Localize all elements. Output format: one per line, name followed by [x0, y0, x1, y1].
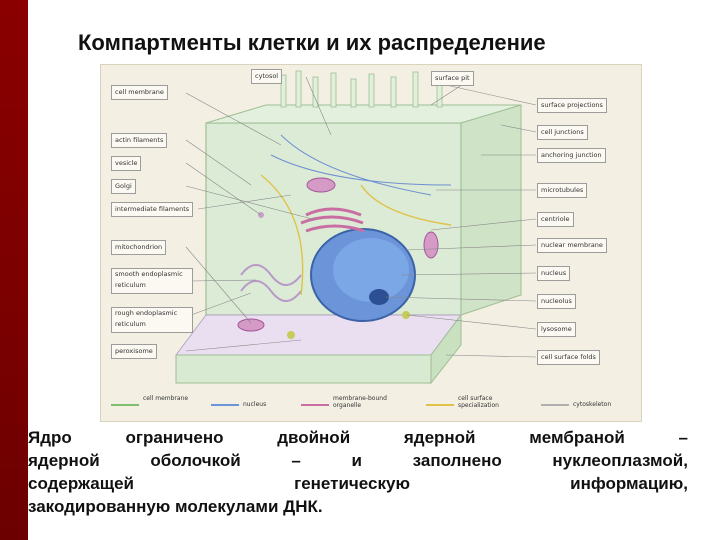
legend-item: cytoskeleton — [573, 401, 633, 408]
label-surface-pit: surface pit — [431, 71, 474, 86]
left-label: intermediate filaments — [111, 202, 193, 217]
legend-item: cell membrane — [143, 395, 203, 402]
left-label: vesicle — [111, 156, 141, 171]
legend-item: nucleus — [243, 401, 293, 408]
label-cytosol: cytosol — [251, 69, 282, 84]
word: ядерной — [28, 449, 100, 472]
body-line: содержащей генетическую информацию, — [28, 472, 688, 495]
word: ограничено — [125, 426, 223, 449]
word: ядерной — [404, 426, 476, 449]
left-label: actin filaments — [111, 133, 167, 148]
word: нуклеоплазмой, — [552, 449, 688, 472]
cell-diagram: cytosol surface pit cell membrane actin … — [100, 64, 642, 422]
right-label: surface projections — [537, 98, 607, 113]
word: содержащей — [28, 472, 134, 495]
right-label: lysosome — [537, 322, 576, 337]
right-label: cell surface folds — [537, 350, 600, 365]
body-line: Ядро ограничено двойной ядерной мембрано… — [28, 426, 688, 449]
right-label: nucleolus — [537, 294, 576, 309]
legend-item: cell surface specialization — [458, 395, 534, 409]
body-paragraph: Ядро ограничено двойной ядерной мембрано… — [28, 426, 688, 518]
right-label: centriole — [537, 212, 574, 227]
slide-title: Компартменты клетки и их распределение — [78, 30, 698, 56]
word: оболочкой — [150, 449, 240, 472]
word: информацию, — [570, 472, 688, 495]
word: – — [291, 449, 300, 472]
left-label: peroxisome — [111, 344, 157, 359]
word: закодированную молекулами ДНК. — [28, 495, 323, 518]
right-label: nucleus — [537, 266, 570, 281]
left-label: Golgi — [111, 179, 136, 194]
word: двойной — [277, 426, 350, 449]
word: генетическую — [294, 472, 410, 495]
left-label: smooth endoplasmic reticulum — [111, 268, 193, 294]
left-label: mitochondrion — [111, 240, 166, 255]
right-label: cell junctions — [537, 125, 588, 140]
word: мембраной — [529, 426, 625, 449]
word: и — [352, 449, 362, 472]
left-label: rough endoplasmic reticulum — [111, 307, 193, 333]
word: – — [679, 426, 688, 449]
right-label: anchoring junction — [537, 148, 606, 163]
left-label: cell membrane — [111, 85, 168, 100]
word: заполнено — [413, 449, 502, 472]
right-label: nuclear membrane — [537, 238, 607, 253]
word: Ядро — [28, 426, 72, 449]
body-line: ядерной оболочкой – и заполнено нуклеопл… — [28, 449, 688, 472]
legend-item: membrane-bound organelle — [333, 395, 413, 409]
right-label: microtubules — [537, 183, 587, 198]
body-line: закодированную молекулами ДНК. — [28, 495, 688, 518]
